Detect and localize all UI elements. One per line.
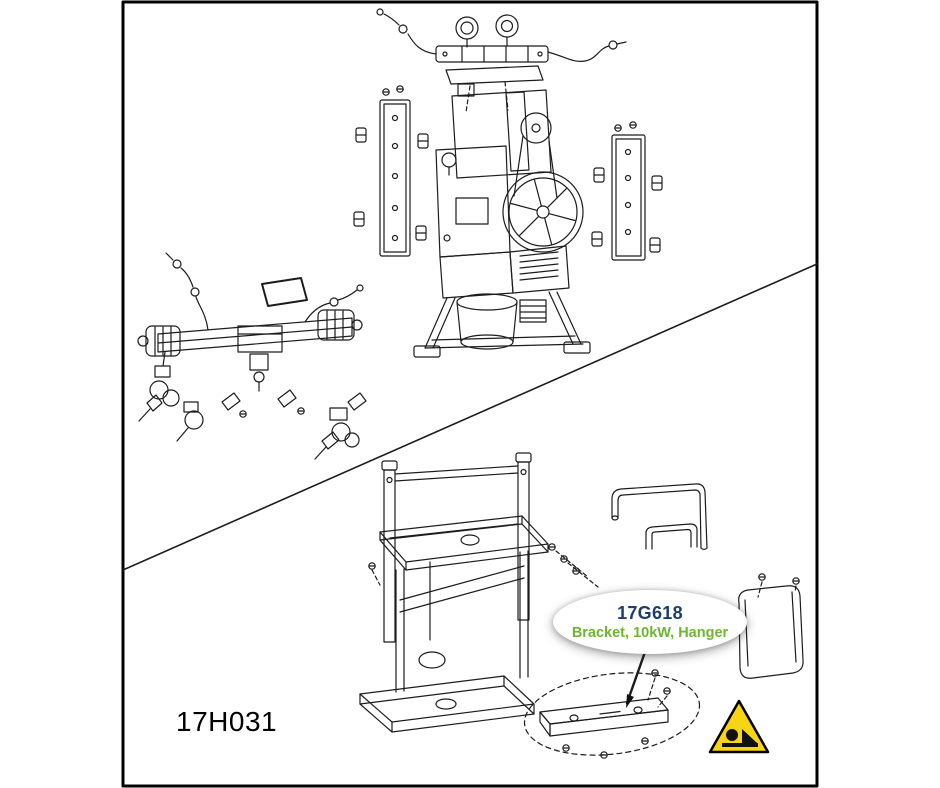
- warning-triangle: [708, 699, 770, 754]
- hanger-bracket-illustration: [523, 669, 701, 759]
- part-callout-bubble: 17G618 Bracket, 10kW, Hanger: [553, 590, 747, 654]
- cart-frame-assembly-illustration: [359, 452, 599, 733]
- pinch-hazard-icon: [708, 699, 770, 754]
- callout-part-number: 17G618: [617, 603, 683, 623]
- sprayer-assembly-illustration: [353, 8, 663, 358]
- drawing-border: [121, 0, 819, 788]
- drawing-number: 17H031: [176, 706, 278, 737]
- spray-bar-assembly-illustration: [137, 252, 367, 460]
- callout-part-description: Bracket, 10kW, Hanger: [571, 625, 729, 641]
- motor-cover-illustration: [738, 573, 804, 679]
- pinch-glyph: [722, 729, 758, 747]
- hanger-rod-illustration: [611, 483, 708, 551]
- view-divider-line: [122, 263, 818, 571]
- callout-arrow: [625, 650, 647, 708]
